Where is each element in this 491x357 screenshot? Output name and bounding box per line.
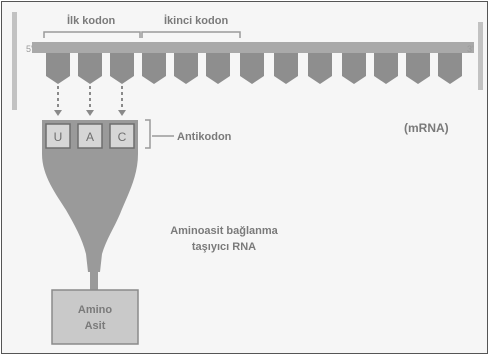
amino-acid-label-line1: Amino xyxy=(78,304,113,316)
mrna-nucleotide xyxy=(438,53,462,84)
five-prime-mark: 5' xyxy=(26,44,33,54)
second-codon-bracket xyxy=(142,32,240,38)
anticodon-bases: U A C xyxy=(46,124,134,148)
amino-acid-label-line2: Asit xyxy=(85,320,106,332)
anticodon-base: A xyxy=(86,130,94,144)
bond-arrow xyxy=(54,110,62,116)
bond-arrows xyxy=(54,110,126,116)
mrna-nucleotide xyxy=(308,53,332,84)
anticodon-base: C xyxy=(118,130,127,144)
mrna-nucleotide xyxy=(174,53,198,84)
second-codon-label: İkinci kodon xyxy=(164,14,228,27)
mrna-nucleotides xyxy=(46,53,462,84)
anticodon-base: U xyxy=(54,130,63,144)
first-codon-label: İlk kodon xyxy=(67,14,116,27)
mrna-label: (mRNA) xyxy=(404,121,449,135)
mrna-nucleotide xyxy=(240,53,264,84)
amino-acid-box xyxy=(52,290,138,344)
mrna-nucleotide xyxy=(206,53,230,84)
trna-stem xyxy=(90,270,98,290)
anticodon-bracket xyxy=(145,120,150,148)
mrna-nucleotide xyxy=(274,53,298,84)
left-edge-marker xyxy=(12,12,17,110)
three-prime-mark: 3' xyxy=(467,44,474,54)
codon-brackets xyxy=(44,32,240,38)
mrna-nucleotide xyxy=(78,53,102,84)
right-edge-marker xyxy=(478,22,483,90)
mrna-nucleotide xyxy=(142,53,166,84)
mrna-nucleotide xyxy=(406,53,430,84)
trna-label-line2: taşıyıcı RNA xyxy=(192,241,256,253)
mrna-nucleotide xyxy=(374,53,398,84)
translation-diagram: İlk kodon İkinci kodon 5' 3' (mRNA) xyxy=(2,2,488,354)
first-codon-bracket xyxy=(44,32,140,38)
mrna-nucleotide xyxy=(46,53,70,84)
trna-label-line1: Aminoasit bağlanma xyxy=(170,225,278,237)
mrna-nucleotide xyxy=(342,53,366,84)
anticodon-label: Antikodon xyxy=(177,131,232,143)
bond-arrow xyxy=(86,110,94,116)
bond-arrow xyxy=(118,110,126,116)
mrna-strand xyxy=(32,42,474,53)
mrna-nucleotide xyxy=(110,53,134,84)
